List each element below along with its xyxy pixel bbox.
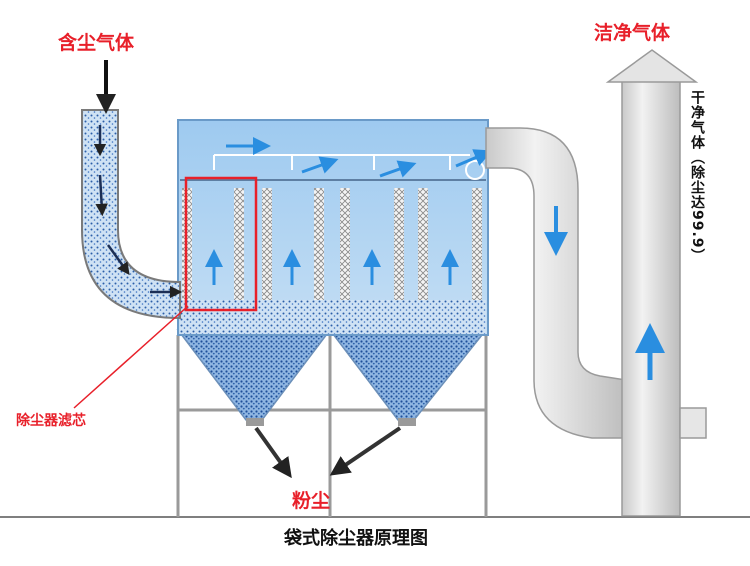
exhaust-stack	[621, 79, 681, 517]
top-flow-arrows	[226, 137, 493, 178]
inlet-duct	[81, 109, 181, 320]
dust-chamber	[180, 300, 486, 334]
stack-cap	[605, 49, 699, 83]
outlet-duct	[485, 127, 627, 439]
dust-arrow-right	[329, 426, 402, 476]
bag-up-arrows	[205, 249, 459, 285]
fan-box	[679, 407, 707, 439]
support-frame	[176, 335, 488, 517]
hopper-left-outlet	[246, 418, 264, 426]
hopper-right	[328, 329, 488, 421]
filter-pointer-line	[73, 305, 189, 409]
hopper-right-outlet	[398, 418, 416, 426]
clean-gas-label: 洁净气体	[594, 22, 671, 44]
hopper-left	[176, 329, 332, 421]
filter-cartridge-label: 除尘器滤芯	[16, 413, 86, 429]
inlet-flow-arrows	[93, 125, 183, 299]
filter-highlight-box	[184, 176, 258, 312]
pulse-header	[213, 154, 470, 170]
inlet-gas-label: 含尘气体	[58, 32, 135, 54]
exhaust-note: 干净气体（除尘达99.9）	[689, 90, 705, 264]
diagram-caption: 袋式除尘器原理图	[284, 528, 428, 549]
dust-arrow-left	[254, 426, 292, 479]
dust-label: 粉尘	[292, 490, 331, 512]
